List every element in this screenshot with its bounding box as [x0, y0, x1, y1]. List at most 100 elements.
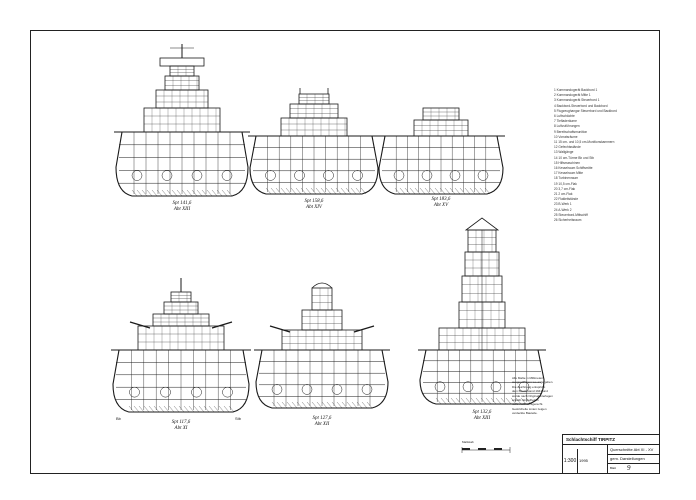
section-4-machinery: [129, 386, 140, 398]
section-caption-4: Spt 117,6 Abt XI: [161, 420, 201, 432]
caption-abt: Abt XIII: [173, 207, 191, 212]
section-caption-6: Spt 132,6 Abt XIII: [462, 410, 502, 422]
section-1-superstructure: [169, 65, 195, 77]
caption-spt: Spt 127,6: [312, 416, 332, 421]
section-4-gun: [129, 321, 151, 329]
legend-item: 17 Kesselraum Mitte: [554, 171, 584, 176]
section-2-hatch: [300, 187, 307, 195]
section-5-hatch: [271, 401, 278, 409]
section-6-machinery: [490, 381, 502, 392]
section-4-hull: [112, 349, 250, 413]
section-4-machinery: [191, 386, 202, 398]
section-3-hatch: [464, 187, 471, 195]
section-2-hatch: [295, 187, 302, 195]
section-2-hatch: [325, 187, 332, 195]
section-2-superstructure: [298, 93, 330, 105]
section-5-hatch: [316, 401, 323, 409]
section-4-superstructure: [152, 313, 210, 327]
section-4-hatch: [203, 405, 210, 413]
legend-item: 25 Steuerbord-Mittschiff: [554, 212, 588, 217]
legend-item: 5 Flugzeughangar Steuerbord und Backbord: [554, 108, 617, 113]
section-3-hatch: [424, 187, 431, 195]
section-3-hatch: [394, 187, 401, 195]
section-2-machinery: [352, 170, 363, 181]
section-6-hatch: [455, 397, 462, 405]
section-3-hatch: [419, 187, 426, 195]
section-2-hatch: [330, 187, 337, 195]
section-5-hatch: [331, 401, 338, 409]
section-2-hatch: [315, 187, 322, 195]
section-4-hatch: [148, 405, 155, 413]
section-1-hatch: [201, 189, 208, 197]
section-3-hull: [378, 135, 504, 195]
title-year: 1995: [579, 458, 588, 463]
section-2-hatch: [340, 187, 347, 195]
section-3-hatch: [474, 187, 481, 195]
section-3-hatch: [429, 187, 436, 195]
caption-spt: Spt 141,6: [172, 201, 192, 206]
section-2-machinery: [265, 170, 276, 181]
section-caption-5: Spt 127,6 Abt XII: [302, 416, 342, 428]
section-2-hatch: [360, 187, 367, 195]
section-4-hatch: [133, 405, 140, 413]
section-5-funnel-cap: [311, 282, 333, 289]
section-3-hatch: [399, 187, 406, 195]
section-5-machinery: [361, 384, 373, 395]
note-line: erstellt. Einzelheiten: [512, 398, 539, 403]
caption-abt: Abt XIV: [306, 205, 322, 210]
legend-item: 20 3,7 cm-Flak: [554, 186, 576, 191]
section-2-hull: [249, 135, 379, 195]
section-1-hatch: [176, 189, 183, 197]
section-5-machinery: [271, 384, 283, 395]
section-1-hatch: [211, 189, 218, 197]
section-6-hatch: [450, 397, 457, 405]
section-1-hatch: [216, 189, 223, 197]
legend-item: 18 Turbinenraum: [554, 176, 579, 181]
section-2-hatch: [280, 187, 287, 195]
caption-spt: Spt 158,6: [304, 199, 324, 204]
section-2-hatch: [355, 187, 362, 195]
section-3-machinery: [477, 170, 489, 181]
section-4-hatch: [178, 405, 185, 413]
section-5-hatch: [356, 401, 363, 409]
section-4-hatch: [153, 405, 160, 413]
legend-item: 4 Backbord-Steuerbord und Backbord: [554, 103, 608, 108]
caption-abt: Abt XIII: [473, 416, 491, 421]
section-5-hatch: [321, 401, 328, 409]
legend-item: 26 Sicherheitsraum: [554, 218, 582, 223]
section-1-hatch: [161, 189, 168, 197]
section-5-hatch: [311, 401, 318, 409]
section-3-hatch: [459, 187, 466, 195]
section-3-hatch: [484, 187, 491, 195]
section-4-hatch: [143, 405, 150, 413]
legend-item: 19 10,5 cm-Flak: [554, 181, 577, 186]
section-4-hatch: [158, 405, 165, 413]
section-4-hatch: [223, 405, 230, 413]
scale-ticks: [461, 447, 511, 453]
section-6-hatch: [470, 397, 477, 405]
section-2-hatch: [345, 187, 352, 195]
section-6-hatch: [440, 397, 447, 405]
legend-item: 23 B-Werk 1: [554, 202, 572, 207]
note-line: Gestrichelte Linien zeigen: [512, 406, 547, 411]
section-1-hatch: [166, 189, 173, 197]
section-1-hatch: [131, 189, 138, 197]
section-2-hatch: [305, 187, 312, 195]
section-1-hatch: [156, 189, 163, 197]
legend-item: 14 10 cm-Türme Bb und Stb: [554, 155, 595, 160]
legend-item: 1 Kommandogerät Backbord 1: [554, 88, 598, 92]
section-4-hatch: [173, 405, 180, 413]
section-6-machinery: [434, 381, 446, 392]
legend-item: 8 Luftzuführungen: [554, 124, 580, 129]
section-5-hatch: [291, 401, 298, 409]
section-6-hatch: [495, 397, 502, 405]
section-5-hatch: [301, 401, 308, 409]
section-6-hatch: [480, 397, 487, 405]
section-4-hatch: [163, 405, 170, 413]
section-3-hatch: [444, 187, 451, 195]
section-1-hatch: [136, 189, 143, 197]
section-6-hatch: [525, 397, 532, 405]
title-view: gem. Darstellungen: [607, 455, 659, 464]
legend-item: 7 Tiefladeräume: [554, 119, 577, 124]
note-line: verdeckte Bauteile.: [512, 411, 538, 416]
